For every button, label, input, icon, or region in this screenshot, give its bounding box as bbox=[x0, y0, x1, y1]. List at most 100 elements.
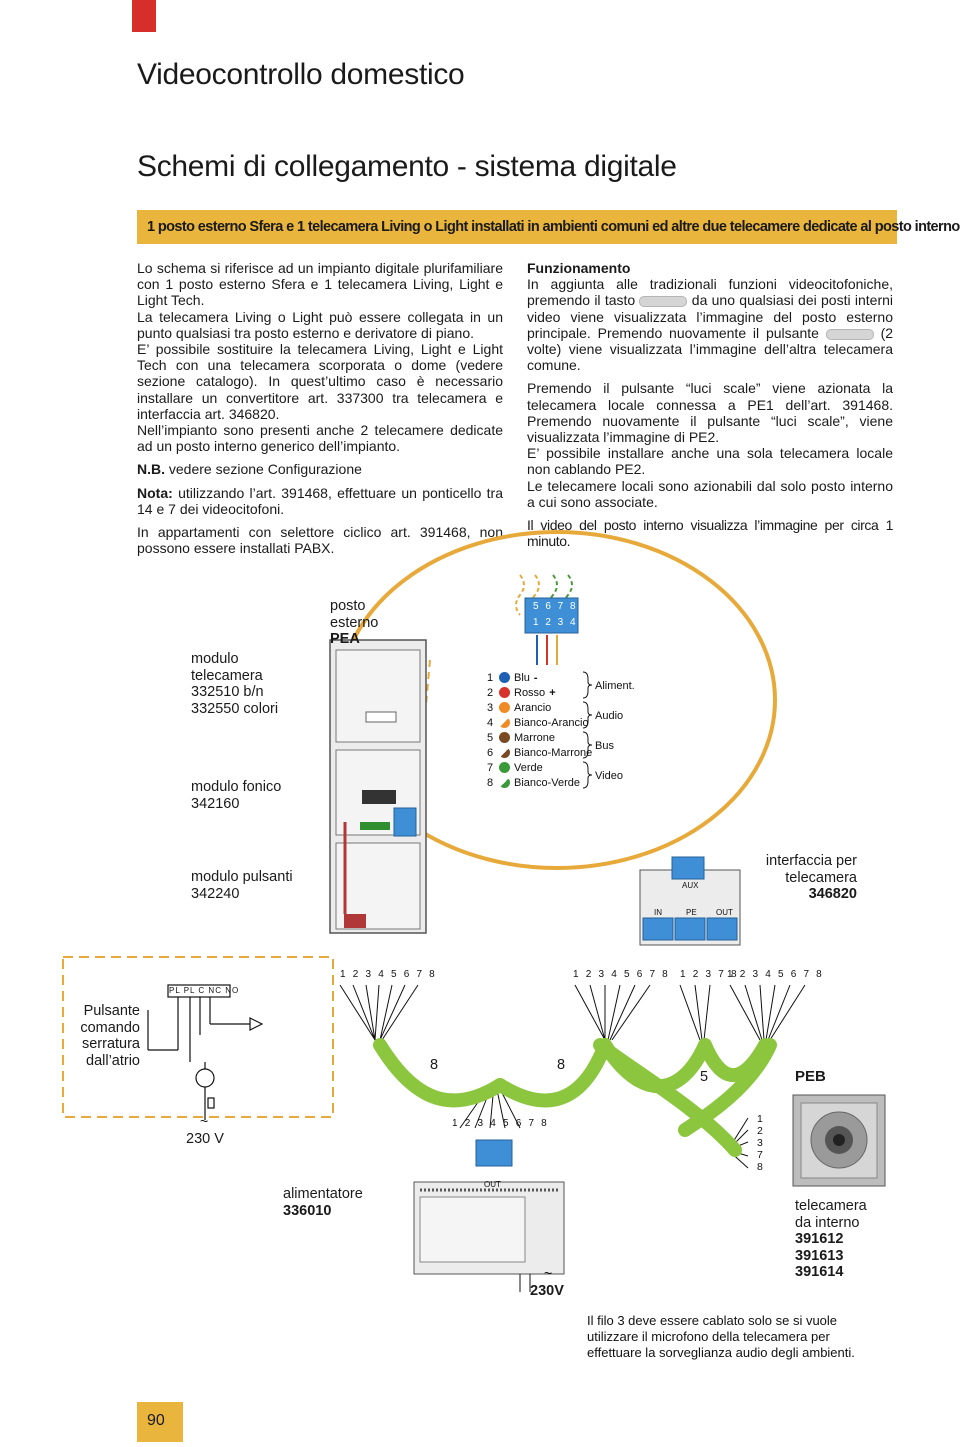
module-camera-code1: 332510 b/n bbox=[191, 684, 264, 700]
psu-mains-tilde: ~ bbox=[544, 1265, 553, 1281]
wire-legend-row: 5 Marrone bbox=[487, 731, 596, 746]
wire-number: 5 bbox=[487, 732, 494, 744]
cable-count-3: 5 bbox=[700, 1069, 709, 1085]
wire-color-dot-icon bbox=[499, 777, 510, 788]
internal-camera-code2: 391613 bbox=[795, 1247, 844, 1264]
interface-aux-label: AUX bbox=[682, 881, 699, 890]
peb-camera bbox=[792, 1094, 886, 1187]
wire-name: Arancio bbox=[514, 702, 552, 714]
nb-text: vedere sezione Configurazione bbox=[165, 461, 362, 478]
wire-color-dot-icon bbox=[499, 762, 510, 773]
replacement-paragraph: E’ possibile sostituire la telecamera Li… bbox=[137, 341, 503, 422]
terminals-psu: 1 2 3 4 5 6 7 8 bbox=[452, 1118, 549, 1129]
group-video: Video bbox=[595, 770, 623, 782]
function-text-c: (2 volte) viene visualizzata l’immagine … bbox=[527, 324, 894, 374]
wire-sign: - bbox=[533, 672, 538, 684]
interface-code: 346820 bbox=[808, 886, 857, 902]
function-heading: Funzionamento bbox=[527, 260, 893, 276]
eye-button-icon bbox=[639, 296, 688, 308]
pea-label-line2: esterno bbox=[330, 614, 379, 631]
module-phone-code: 342160 bbox=[191, 795, 240, 812]
wire-name: Rosso bbox=[514, 687, 546, 699]
module-phone-line1: modulo fonico bbox=[191, 779, 282, 795]
wire-number: 8 bbox=[487, 777, 494, 789]
page-title: Videocontrollo domestico bbox=[137, 58, 465, 91]
switch-label-line3: serratura bbox=[81, 1036, 140, 1052]
peb-label: PEB bbox=[795, 1068, 826, 1085]
dedicated-cameras-paragraph: Nell’impianto sono presenti anche 2 tele… bbox=[137, 422, 503, 455]
wire-name: Marrone bbox=[514, 732, 555, 744]
wire-color-dot-icon bbox=[499, 747, 510, 758]
function-paragraph-2: Premendo il pulsante “luci scale” viene … bbox=[527, 380, 893, 446]
internal-camera-line1: telecamera bbox=[795, 1198, 867, 1214]
module-camera-line2: telecamera bbox=[191, 667, 263, 684]
section-banner: 1 posto esterno Sfera e 1 telecamera Liv… bbox=[137, 210, 960, 244]
interface-box bbox=[639, 856, 741, 946]
wire-color-dot-icon bbox=[499, 717, 510, 728]
cable-count-1: 8 bbox=[430, 1057, 439, 1073]
wire-number: 3 bbox=[487, 702, 494, 714]
left-column: Lo schema si riferisce ad un impianto di… bbox=[137, 260, 503, 556]
pea-panel bbox=[329, 639, 427, 934]
module-buttons-code: 342240 bbox=[191, 885, 240, 902]
function-paragraph-1: In aggiunta alle tradizionali funzioni v… bbox=[527, 276, 893, 373]
cable-fans bbox=[339, 984, 806, 1169]
function-text-b: da uno qualsiasi dei posti interni video… bbox=[527, 292, 894, 341]
function-text-a: In aggiunta alle tradizionali funzioni v… bbox=[527, 276, 893, 309]
function-paragraph-4: Le telecamere locali sono azionabili dal… bbox=[527, 477, 893, 510]
connector-top-numbers: 5 6 7 8 bbox=[533, 601, 578, 612]
camera-wire-4: 7 bbox=[757, 1149, 763, 1161]
page-tab-marker bbox=[132, 0, 156, 32]
module-phone-label: modulo fonico 342160 bbox=[191, 779, 281, 812]
psu-mains-label: 230V bbox=[530, 1283, 564, 1299]
wire-number: 2 bbox=[487, 687, 494, 699]
pea-code: PEA bbox=[330, 631, 360, 647]
camera-paragraph: La telecamera Living o Light può essere … bbox=[137, 308, 503, 341]
power-supply bbox=[413, 1181, 565, 1292]
page-subtitle: Schemi di collegamento - sistema digital… bbox=[137, 150, 677, 183]
switch-area-box bbox=[62, 956, 334, 1118]
psu-code: 336010 bbox=[283, 1202, 332, 1219]
wire-name: Blu bbox=[514, 672, 530, 684]
camera-wire-2: 2 bbox=[757, 1125, 763, 1137]
wire-color-dot-icon bbox=[499, 672, 510, 683]
module-buttons-label: modulo pulsanti 342240 bbox=[191, 869, 293, 902]
switch-label-line1: Pulsante bbox=[83, 1003, 140, 1019]
psu-label: alimentatore 336010 bbox=[283, 1186, 363, 1219]
group-bus: Bus bbox=[595, 740, 614, 752]
pea-label-line1: posto bbox=[330, 598, 366, 614]
module-camera-code2: 332550 colori bbox=[191, 700, 279, 717]
internal-camera-line2: da interno bbox=[795, 1214, 860, 1231]
mains-tilde: ~ bbox=[200, 1113, 209, 1129]
cable-count-2: 8 bbox=[557, 1057, 566, 1073]
module-buttons-line1: modulo pulsanti bbox=[191, 869, 293, 885]
wire-name: Bianco-Verde bbox=[514, 777, 581, 789]
wire-name: Bianco-Marrone bbox=[514, 747, 593, 759]
eye-button-icon-2 bbox=[825, 328, 874, 340]
function-heading-text: Funzionamento bbox=[527, 260, 631, 276]
psu-connector bbox=[475, 1139, 513, 1167]
interface-pe-label: PE bbox=[686, 908, 697, 917]
wire-name: Verde bbox=[514, 762, 543, 774]
pabx-paragraph: In appartamenti con selettore ciclico ar… bbox=[137, 524, 503, 557]
group-power: Aliment. bbox=[595, 680, 635, 692]
group-audio: Audio bbox=[595, 710, 624, 722]
wire-number: 4 bbox=[487, 717, 494, 729]
internal-camera-code1: 391612 bbox=[795, 1231, 844, 1247]
switch-label-line4: dall’atrio bbox=[86, 1052, 140, 1069]
wire-color-dot-icon bbox=[499, 702, 510, 713]
switch-terminals: PL PL C NC NO bbox=[169, 986, 240, 995]
wire-number: 7 bbox=[487, 762, 494, 774]
module-camera-line1: modulo bbox=[191, 651, 239, 667]
nota-text: utilizzando l’art. 391468, effettuare un… bbox=[137, 484, 503, 517]
mains-label: 230 V bbox=[186, 1131, 224, 1147]
page-number-box: 90 bbox=[137, 1402, 183, 1442]
page-number: 90 bbox=[147, 1412, 165, 1429]
terminals-pea: 1 2 3 4 5 6 7 8 bbox=[340, 969, 437, 980]
